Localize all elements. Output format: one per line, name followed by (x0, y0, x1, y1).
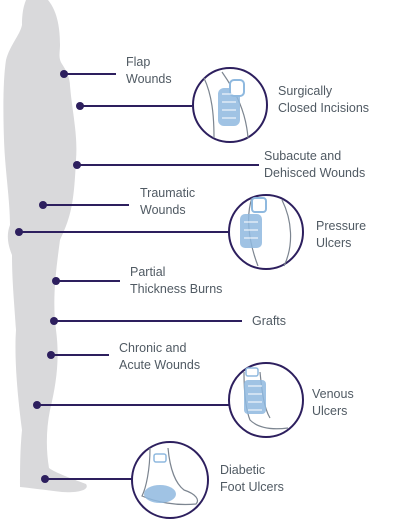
label-traumatic-wounds: Traumatic Wounds (140, 186, 196, 217)
inset-surgical-incision (192, 67, 268, 143)
label-surgically-closed-incisions: Surgically Closed Incisions (278, 84, 370, 115)
inset-pressure-ulcer (228, 194, 304, 270)
body-silhouette (3, 0, 87, 493)
label-partial-thickness-burns: Partial Thickness Burns (130, 265, 223, 296)
inset-venous-ulcer (228, 362, 304, 438)
label-venous-ulcers: Venous Ulcers (312, 387, 354, 418)
markers (15, 70, 259, 483)
inset-diabetic-foot-ulcer (131, 441, 209, 519)
label-subacute-dehisced-wounds: Subacute and Dehisced Wounds (264, 149, 366, 180)
label-flap-wounds: Flap Wounds (126, 55, 172, 86)
label-grafts: Grafts (252, 314, 287, 328)
label-pressure-ulcers: Pressure Ulcers (316, 219, 367, 250)
label-chronic-acute-wounds: Chronic and Acute Wounds (119, 341, 201, 372)
label-diabetic-foot-ulcers: Diabetic Foot Ulcers (220, 463, 284, 494)
